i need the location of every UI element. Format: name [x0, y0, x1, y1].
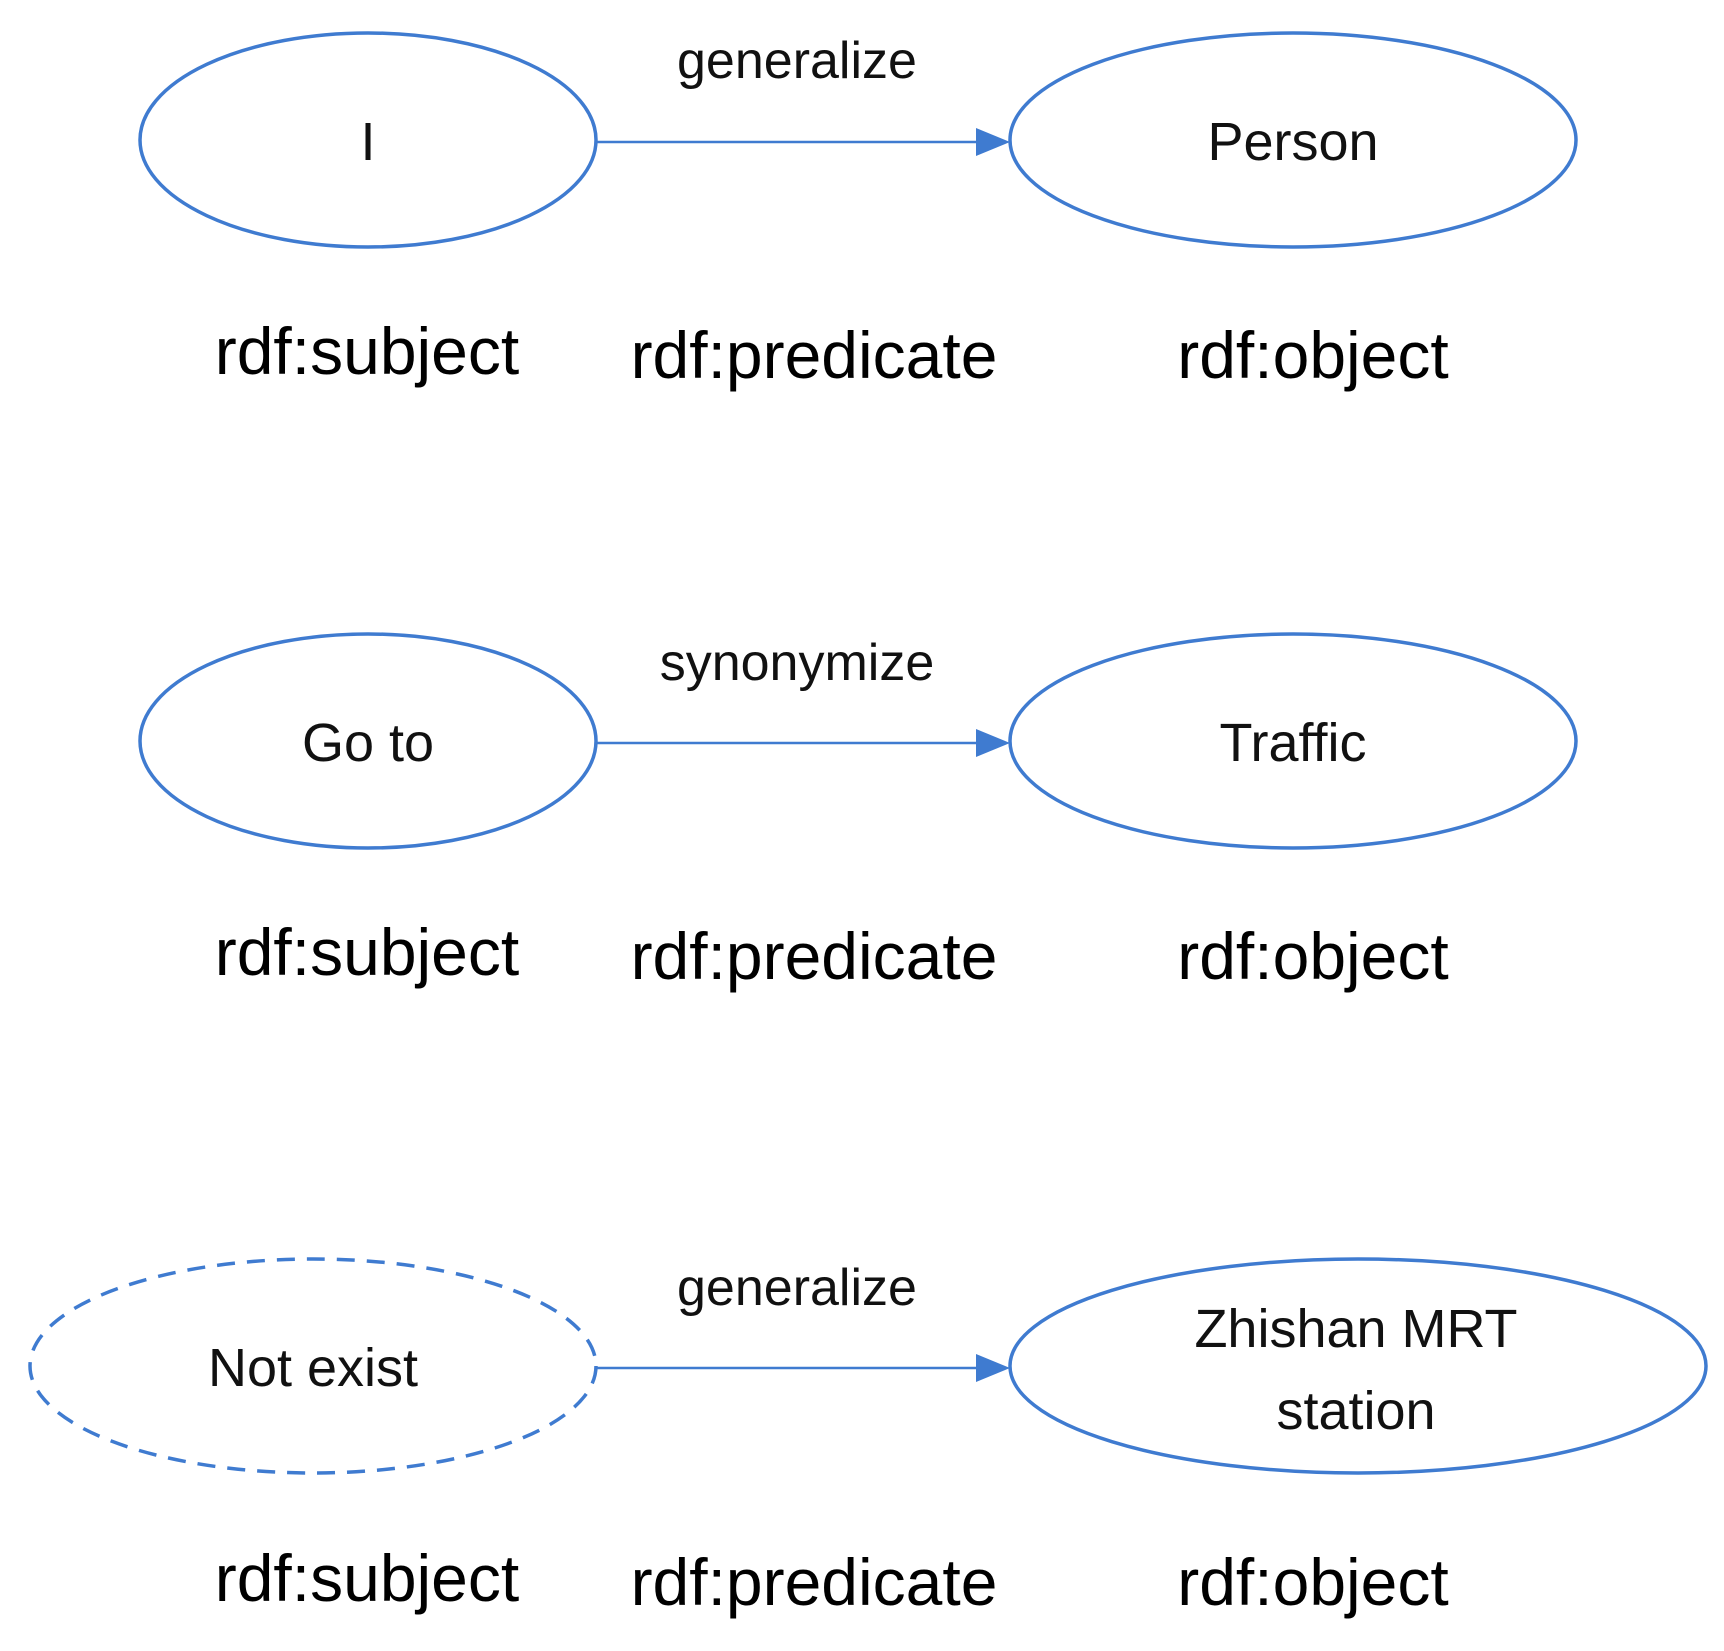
object-label: Traffic — [1219, 713, 1366, 773]
object-node[interactable] — [1008, 632, 1578, 850]
predicate-role-label: rdf:predicate — [631, 919, 998, 993]
subject-role-label: rdf:subject — [215, 1541, 519, 1615]
predicate-role-label: rdf:predicate — [631, 318, 998, 392]
object-node[interactable] — [1008, 1257, 1708, 1475]
predicate-label: generalize — [677, 32, 917, 90]
object-role-label: rdf:object — [1177, 1545, 1448, 1619]
subject-label: Go to — [302, 713, 434, 773]
predicate-role-label: rdf:predicate — [631, 1545, 998, 1619]
triple-2: Go to synonymize Traffic rdf:subject rdf… — [138, 632, 1578, 993]
object-role-label: rdf:object — [1177, 919, 1448, 993]
subject-node-missing[interactable] — [28, 1257, 598, 1475]
subject-node[interactable] — [138, 632, 598, 850]
object-label-line-2: station — [1276, 1381, 1435, 1441]
predicate-label: synonymize — [660, 634, 935, 692]
subject-label: Not exist — [208, 1338, 418, 1398]
arrowhead-icon — [976, 128, 1010, 156]
subject-role-label: rdf:subject — [215, 915, 519, 989]
subject-label: I — [360, 112, 375, 172]
triple-3: Not exist generalize Zhishan MRT station… — [28, 1257, 1708, 1619]
object-role-label: rdf:object — [1177, 318, 1448, 392]
arrowhead-icon — [976, 729, 1010, 757]
object-label-line-1: Zhishan MRT — [1194, 1299, 1517, 1359]
object-label: Person — [1207, 112, 1378, 172]
object-node[interactable] — [1008, 31, 1578, 249]
triple-1: I generalize Person rdf:subject rdf:pred… — [138, 31, 1578, 392]
subject-node[interactable] — [138, 31, 598, 249]
subject-role-label: rdf:subject — [215, 314, 519, 388]
predicate-label: generalize — [677, 1259, 917, 1317]
arrowhead-icon — [976, 1354, 1010, 1382]
